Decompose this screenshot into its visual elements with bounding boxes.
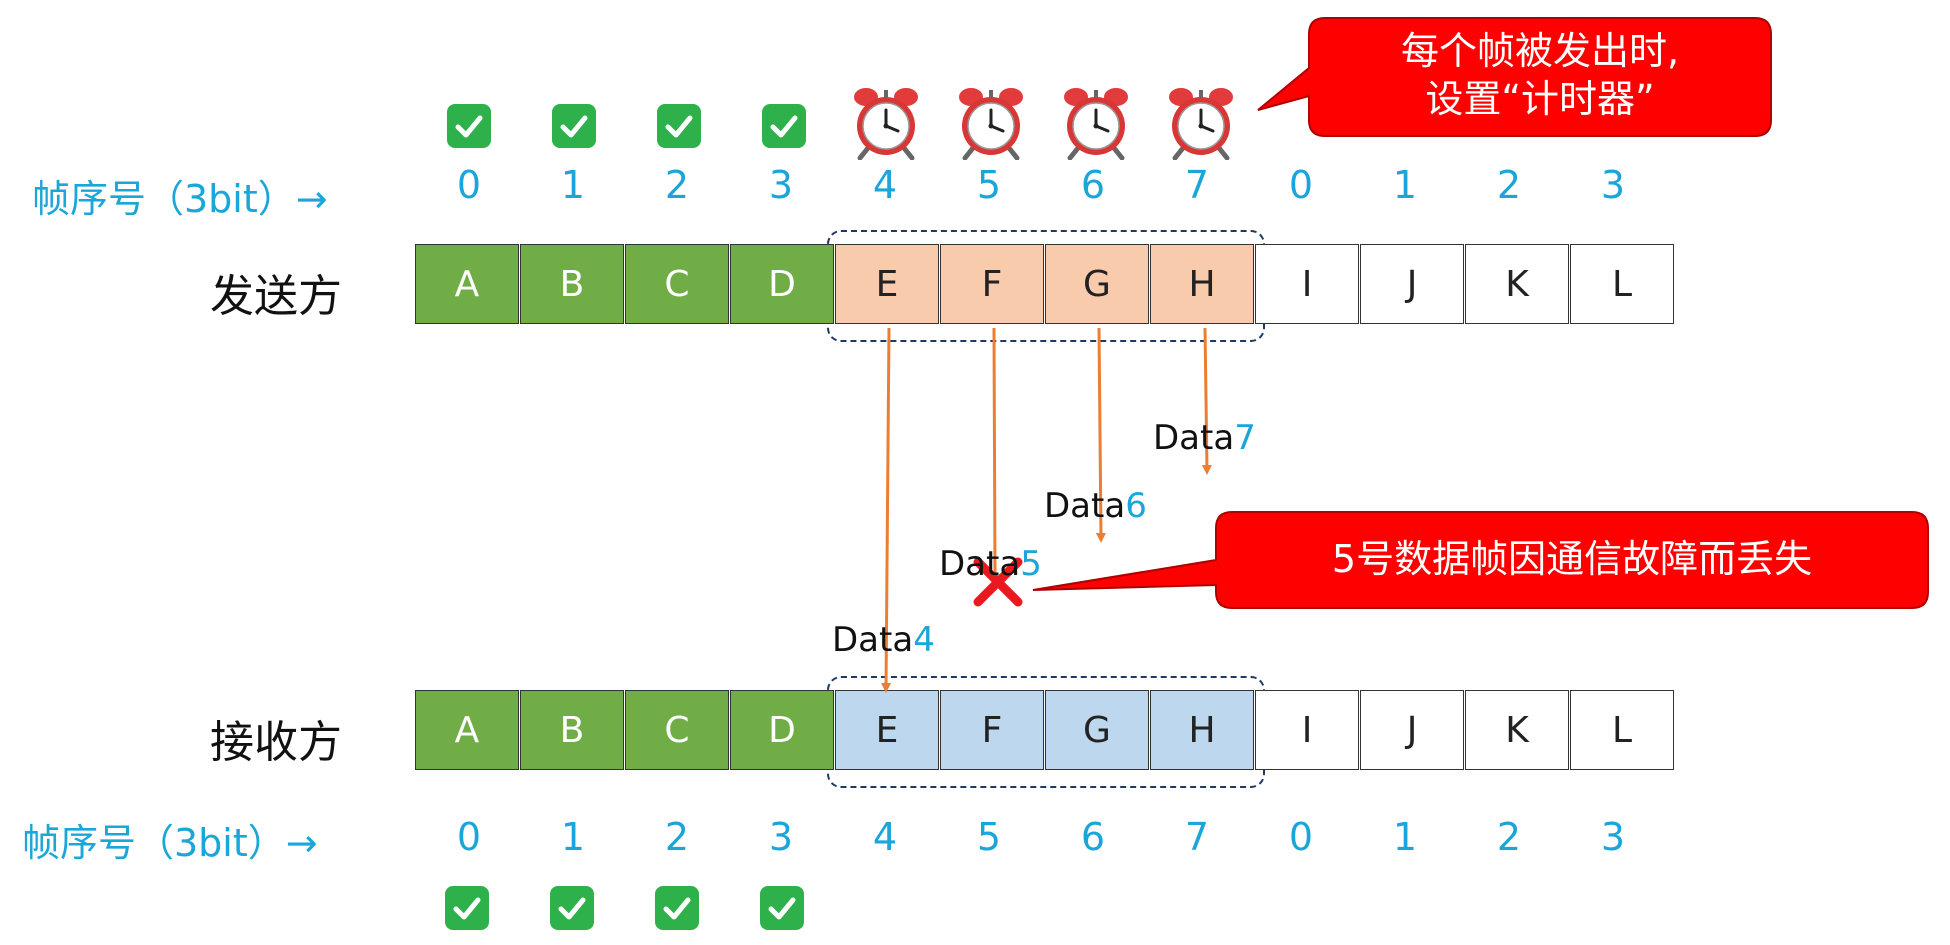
seq-number: 2 (664, 163, 690, 207)
data7-label: Data7 (1153, 418, 1256, 458)
seq-number: 1 (560, 163, 586, 207)
data-prefix: Data (939, 544, 1021, 584)
frame-cell: F (940, 690, 1044, 770)
check-mark-icon (657, 104, 701, 148)
frame-cell: K (1465, 690, 1569, 770)
seq-number: 0 (456, 163, 482, 207)
receiver-frames: A B C D E F G H I J K L (415, 690, 1675, 770)
seq-number: 1 (560, 815, 586, 859)
frame-cell: K (1465, 244, 1569, 324)
alarm-clock-icon (955, 86, 1027, 164)
frame-cell: A (415, 244, 519, 324)
check-mark-icon (550, 886, 594, 930)
transmission-arrow-data4 (881, 327, 892, 693)
seq-label-bottom: 帧序号（3bit）→ (22, 821, 318, 865)
frame-cell: J (1360, 690, 1464, 770)
seq-number: 4 (872, 163, 898, 207)
frame-cell: B (520, 690, 624, 770)
seq-number: 5 (976, 815, 1002, 859)
seq-number: 7 (1184, 815, 1210, 859)
frame-cell: D (730, 244, 834, 324)
seq-number: 2 (664, 815, 690, 859)
seq-number: 4 (872, 815, 898, 859)
alarm-clock-icon (1165, 86, 1237, 164)
timer-callout-bubble (1257, 17, 1772, 137)
seq-numbers-bottom: 0 1 2 3 4 5 6 7 0 1 2 3 (417, 815, 1665, 859)
loss-callout-text: 5号数据帧因通信故障而丢失 (1331, 537, 1813, 581)
seq-number: 1 (1392, 163, 1418, 207)
data-number: 6 (1125, 486, 1147, 526)
frame-cell: L (1570, 690, 1674, 770)
data-prefix: Data (1153, 418, 1235, 458)
frame-cell: G (1045, 244, 1149, 324)
alarm-clock-icon (850, 86, 922, 164)
seq-number: 3 (1600, 163, 1626, 207)
sender-label: 发送方 (210, 271, 342, 322)
timer-callout-line1: 每个帧被发出时, (1400, 29, 1680, 73)
timer-callout-text: 每个帧被发出时, 设置“计时器” (1309, 28, 1771, 123)
loss-callout-bubble (1032, 511, 1929, 609)
seq-number: 0 (1288, 815, 1314, 859)
frame-cell: E (835, 244, 939, 324)
seq-number: 2 (1496, 163, 1522, 207)
data-prefix: Data (1044, 486, 1126, 526)
seq-number: 0 (456, 815, 482, 859)
data-number: 5 (1020, 544, 1042, 584)
sender-frames: A B C D E F G H I J K L (415, 244, 1675, 324)
check-mark-icon (552, 104, 596, 148)
check-mark-icon (447, 104, 491, 148)
receiver-label: 接收方 (210, 717, 342, 768)
seq-number: 6 (1080, 163, 1106, 207)
frame-cell: D (730, 690, 834, 770)
seq-number: 6 (1080, 815, 1106, 859)
seq-number: 0 (1288, 163, 1314, 207)
seq-number: 1 (1392, 815, 1418, 859)
frame-cell: I (1255, 244, 1359, 324)
frame-cell: B (520, 244, 624, 324)
data5-label: Data5 (939, 544, 1042, 584)
frame-cell: C (625, 690, 729, 770)
seq-label-top: 帧序号（3bit）→ (32, 177, 328, 221)
data-prefix: Data (832, 620, 914, 660)
frame-cell: F (940, 244, 1044, 324)
frame-cell: H (1150, 244, 1254, 324)
seq-number: 2 (1496, 815, 1522, 859)
frame-cell: H (1150, 690, 1254, 770)
frame-cell: J (1360, 244, 1464, 324)
transmission-arrow-data6 (1095, 327, 1106, 543)
seq-number: 3 (768, 163, 794, 207)
check-mark-icon (655, 886, 699, 930)
frame-cell: C (625, 244, 729, 324)
frame-cell: L (1570, 244, 1674, 324)
frame-cell: G (1045, 690, 1149, 770)
data6-label: Data6 (1044, 486, 1147, 526)
frame-cell: A (415, 690, 519, 770)
seq-number: 5 (976, 163, 1002, 207)
frame-cell: E (835, 690, 939, 770)
red-x-icon (973, 557, 1023, 607)
seq-numbers-top: 0 1 2 3 4 5 6 7 0 1 2 3 (417, 163, 1665, 207)
frame-cell: I (1255, 690, 1359, 770)
check-mark-icon (445, 886, 489, 930)
alarm-clock-icon (1060, 86, 1132, 164)
transmission-arrow-data5 (992, 327, 997, 576)
data4-label: Data4 (832, 620, 935, 660)
transmission-arrow-data7 (1201, 327, 1212, 475)
data-number: 4 (913, 620, 935, 660)
seq-number: 3 (768, 815, 794, 859)
check-mark-icon (762, 104, 806, 148)
check-mark-icon (760, 886, 804, 930)
data-number: 7 (1234, 418, 1256, 458)
seq-number: 7 (1184, 163, 1210, 207)
timer-callout-line2: 设置“计时器” (1425, 76, 1655, 121)
seq-number: 3 (1600, 815, 1626, 859)
